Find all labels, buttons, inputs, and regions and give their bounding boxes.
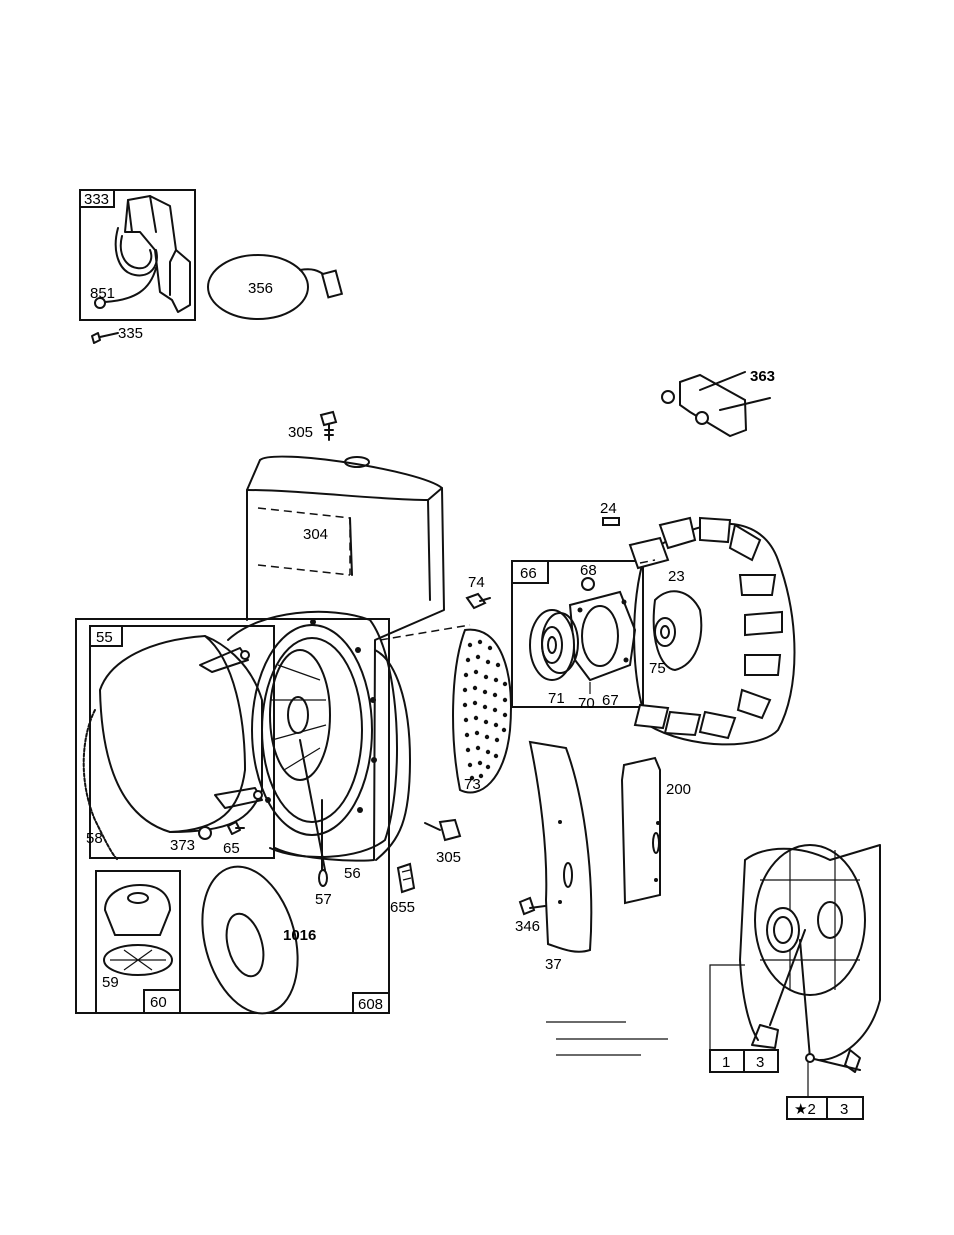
label-373: 373 [170, 837, 195, 854]
label-655: 655 [390, 899, 415, 916]
clutch-housing [570, 592, 635, 680]
label-59: 59 [102, 974, 119, 991]
screw-65-icon [228, 822, 244, 834]
nut-373-icon [199, 827, 211, 839]
crank-bore [767, 908, 799, 952]
label-75: 75 [649, 660, 666, 677]
baffle-200: 200 [622, 758, 691, 903]
label-66: 66 [520, 565, 537, 582]
label-305-bottom: 305 [436, 849, 461, 866]
screw-346-icon [520, 898, 534, 914]
label-55: 55 [96, 629, 113, 646]
clutch-assembly-box: 66 68 71 70 67 [512, 561, 643, 712]
rope-handle-57 [319, 870, 327, 886]
label-23: 23 [668, 568, 685, 585]
label-363: 363 [750, 368, 775, 385]
label-305-top: 305 [288, 424, 313, 441]
nut-74-group: 74 [467, 574, 490, 608]
ball-68-icon [582, 578, 594, 590]
label-70: 70 [578, 695, 595, 712]
label-200: 200 [666, 781, 691, 798]
label-851: 851 [90, 285, 115, 302]
label-65: 65 [223, 840, 240, 857]
stop-wire-group: 356 [208, 255, 342, 319]
label-346: 346 [515, 918, 540, 935]
ground-tab [752, 1025, 778, 1048]
key-24-group: 24 [600, 500, 619, 525]
screw-335-icon [92, 333, 118, 343]
housing-outline [260, 457, 444, 861]
label-71: 71 [548, 690, 565, 707]
screen-disc [453, 630, 511, 793]
label-333: 333 [84, 191, 109, 208]
bolt-305-bottom: 305 [425, 820, 461, 866]
label-356: 356 [248, 280, 273, 297]
label-67: 67 [602, 692, 619, 709]
key-label-2: ★2 [794, 1101, 816, 1118]
reference-lines [546, 1022, 668, 1055]
label-57: 57 [315, 891, 332, 908]
bolt-head-icon [321, 412, 336, 425]
label-1016: 1016 [283, 927, 316, 944]
clip-655: 655 [390, 864, 415, 916]
label-74: 74 [468, 574, 485, 591]
label-37: 37 [545, 956, 562, 973]
key-label-3a: 3 [756, 1054, 764, 1071]
label-24: 24 [600, 500, 617, 517]
ignition-armature-group: 333 851 335 [80, 190, 195, 343]
key-24-icon [603, 518, 619, 525]
wire-terminal-icon [322, 271, 342, 298]
flywheel-23: 23 75 [630, 518, 795, 744]
pulley-hub [288, 697, 308, 733]
bolt-305-top: 305 [288, 412, 336, 441]
spacer-363-group: 363 [662, 368, 775, 436]
bolt-head-icon-2 [440, 820, 460, 840]
starter-cup [100, 636, 245, 832]
label-335: 335 [118, 325, 143, 342]
crankcase-view: 1 3 ★2 3 [710, 845, 880, 1119]
clip-655-icon [398, 864, 414, 892]
baffle-37: 346 37 [515, 742, 591, 973]
key-label-1: 1 [722, 1054, 730, 1071]
key-label-3b: 3 [840, 1101, 848, 1118]
label-68: 68 [580, 562, 597, 579]
label-58: 58 [86, 830, 103, 847]
starter-assembly-box: 608 55 58 373 65 [76, 612, 397, 1024]
baffle-200-shape [622, 758, 660, 903]
label-60: 60 [150, 994, 167, 1011]
label-56: 56 [344, 865, 361, 882]
label-304: 304 [303, 526, 328, 543]
label-608: 608 [358, 996, 383, 1013]
rotating-screen-73: 73 [453, 630, 511, 793]
label-73: 73 [464, 776, 481, 793]
